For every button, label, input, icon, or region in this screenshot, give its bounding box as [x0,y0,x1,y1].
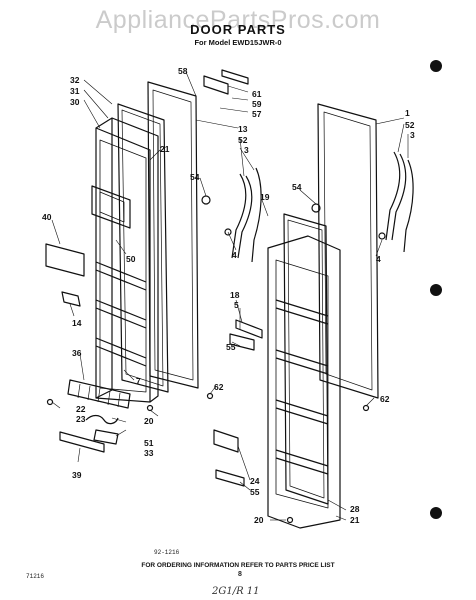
fresh-food-door-liner [267,235,341,529]
part-label-3-right: 3 [410,130,415,140]
handwritten-note: 2G1/R 11 [212,586,260,597]
part-label-22: 22 [76,404,86,414]
part-label-62-right: 62 [380,394,390,404]
ice-chute-door-part-40 [45,243,85,277]
screw-part-4-right [378,232,386,240]
screw-part-4-left [224,228,232,236]
part-label-7: 7 [136,376,141,386]
part-label-58: 58 [178,66,188,76]
small-bracket-part-14 [61,291,81,307]
part-label-36: 36 [72,348,82,358]
part-label-4-right: 4 [376,254,381,264]
hinge-screw-part-54-left [201,195,211,205]
spring-part-51 [85,414,119,425]
grille-part-36 [67,379,131,409]
part-label-52-right: 52 [405,120,415,130]
part-label-21-right: 21 [350,515,360,525]
screw-part-22 [46,398,54,406]
leader-lines [51,71,409,521]
part-label-23: 23 [76,414,86,424]
part-label-28: 28 [350,504,360,514]
part-label-57: 57 [252,109,262,119]
top-cover-part-61 [221,69,249,85]
part-label-24: 24 [250,476,260,486]
page-number: 8 [238,571,242,578]
part-label-5: 5 [234,300,239,310]
hinge-cam-part-52-right [385,151,407,241]
ordering-info-footer: FOR ORDERING INFORMATION REFER TO PARTS … [141,562,335,569]
part-label-20-left: 20 [144,416,154,426]
part-label-55-lower: 55 [250,487,260,497]
watermark: AppliancePartsPros.com [95,6,381,34]
part-labels: 32 31 30 58 61 59 57 13 52 3 21 54 40 4 … [42,66,415,525]
trim-part-39 [59,431,105,453]
part-label-54-left: 54 [190,172,200,182]
part-label-14: 14 [72,318,82,328]
part-label-21-left: 21 [160,144,170,154]
fresh-food-door-outer-panel [317,103,379,399]
freezer-door-outer-panel [147,81,199,389]
hinge-part-3-right [403,159,414,253]
drawing-code: 92-1216 [154,549,180,556]
part-label-40: 40 [42,212,52,222]
screw-part-62-left [206,392,214,400]
part-label-4-left: 4 [232,250,237,260]
part-label-50: 50 [126,254,136,264]
wire-rack-part-24 [213,429,245,487]
part-label-3-left: 3 [244,145,249,155]
screw-part-62-right [362,404,370,412]
binder-hole-bottom [430,507,442,519]
part-label-20-right: 20 [254,515,264,525]
handle-trim-part-55 [229,333,255,351]
screw-part-20-left [146,404,154,412]
shelf-bracket-part-18 [235,319,263,339]
part-label-19: 19 [260,192,270,202]
part-label-51: 51 [144,438,154,448]
part-label-62-left: 62 [214,382,224,392]
part-label-30: 30 [70,97,80,107]
top-cover-part-58 [203,75,229,95]
binder-hole-top [430,60,442,72]
cap-part-33 [93,429,119,445]
part-label-18: 18 [230,290,240,300]
hinge-cam-part-52-left [231,173,253,259]
part-label-32: 32 [70,75,80,85]
part-label-59: 59 [252,99,262,109]
part-label-13: 13 [238,124,248,134]
binder-hole-middle [430,284,442,296]
part-label-39: 39 [72,470,82,480]
part-label-52-left: 52 [238,135,248,145]
page-subtitle: For Model EWD15JWR-0 [194,38,282,47]
hinge-part-3-left [251,167,262,263]
page-title: DOOR PARTS [190,22,286,37]
part-label-54-right: 54 [292,182,302,192]
part-label-55-upper: 55 [226,342,236,352]
screw-part-20-right [286,516,294,524]
part-label-31: 31 [70,86,80,96]
page-code: 71216 [26,573,45,580]
part-label-61: 61 [252,89,262,99]
part-label-33: 33 [144,448,154,458]
part-label-1: 1 [405,108,410,118]
